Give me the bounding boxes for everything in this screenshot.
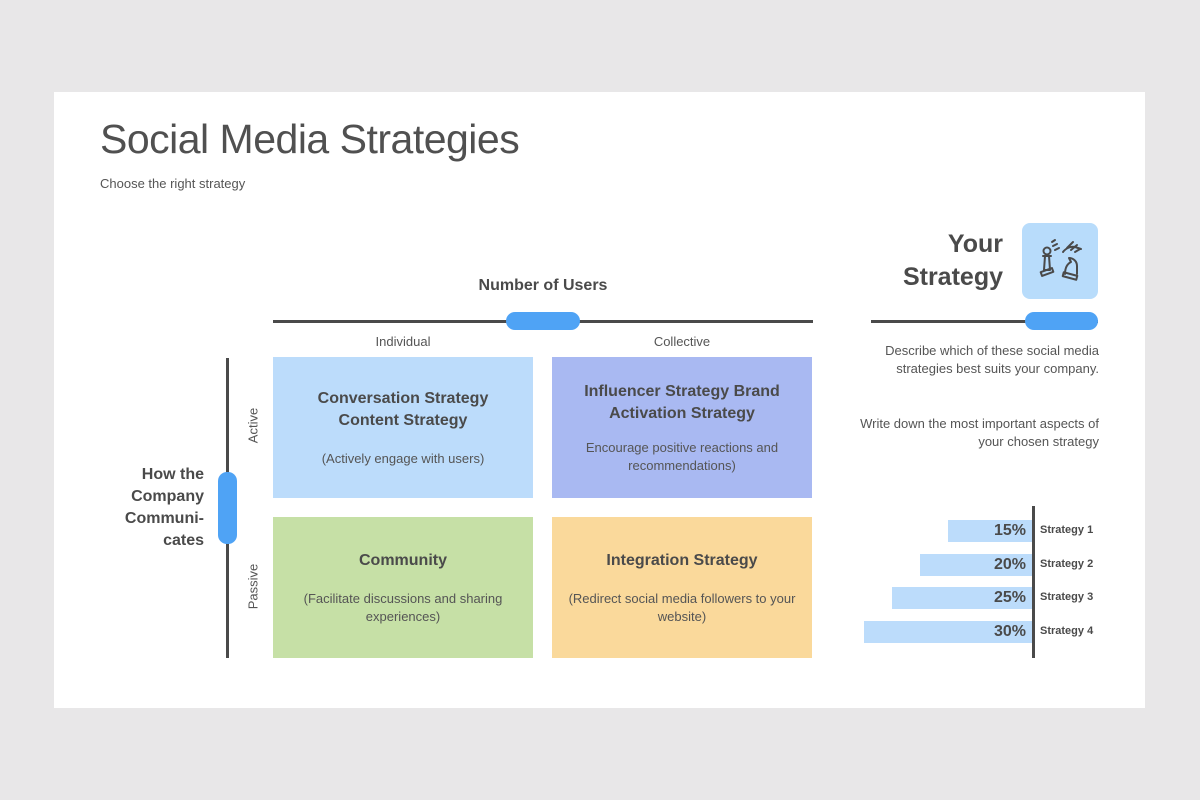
quadrant-description: (Redirect social media followers to your… bbox=[568, 590, 796, 624]
quadrant-description: (Facilitate discussions and sharing expe… bbox=[303, 590, 503, 624]
quadrant-active-collective: Influencer Strategy Brand Activation Str… bbox=[552, 357, 812, 498]
bar-chart-bar: 20% bbox=[920, 553, 1032, 576]
bar-chart-bar: 25% bbox=[892, 587, 1032, 609]
y-axis-label-line: Communi- bbox=[124, 510, 204, 527]
your-strategy-heading: Your Strategy bbox=[903, 228, 1003, 294]
y-axis-handle bbox=[218, 472, 237, 544]
heading-line: Strategy bbox=[902, 263, 1003, 291]
bar-chart-category-label: Strategy 4 bbox=[1040, 624, 1094, 637]
y-axis-label: How the Company Communi- cates bbox=[108, 464, 204, 552]
column-label-collective: Collective bbox=[653, 334, 711, 349]
bar-chart-bar: 30% bbox=[864, 620, 1032, 643]
bar-chart-category-label: Strategy 1 bbox=[1040, 524, 1094, 536]
quadrant-title: Integration Strategy bbox=[606, 551, 758, 569]
page-title: Social Media Strategies bbox=[100, 116, 520, 162]
y-axis-label-line: How the bbox=[141, 466, 204, 483]
quadrant-title: Community bbox=[359, 551, 447, 569]
quadrant-title: Conversation Strategy Content Strategy bbox=[317, 389, 489, 429]
chess-pieces-icon bbox=[1022, 223, 1098, 299]
your-strategy-instructions: Write down the most important aspects of… bbox=[860, 416, 1099, 449]
your-strategy-handle bbox=[1025, 312, 1098, 330]
quadrant-active-individual: Conversation Strategy Content Strategy (… bbox=[273, 357, 533, 498]
bar-chart-category-label: Strategy 3 bbox=[1040, 591, 1094, 603]
quadrant-passive-collective: Integration Strategy (Redirect social me… bbox=[552, 517, 812, 658]
quadrant-passive-individual: Community (Facilitate discussions and sh… bbox=[273, 517, 533, 658]
heading-line: Your bbox=[947, 230, 1003, 258]
your-strategy-line bbox=[871, 320, 1098, 323]
slide: Social Media Strategies Choose the right… bbox=[54, 92, 1145, 708]
quadrant-description: (Actively engage with users) bbox=[321, 450, 485, 466]
bar-chart-bar: 15% bbox=[948, 520, 1032, 542]
bar-chart-axis bbox=[1032, 506, 1035, 658]
y-axis-label-line: Company bbox=[131, 488, 204, 505]
x-axis-handle bbox=[506, 312, 580, 330]
x-axis-label: Number of Users bbox=[478, 277, 608, 294]
row-label-active: Active bbox=[245, 407, 261, 444]
row-label-passive: Passive bbox=[245, 563, 261, 610]
column-label-individual: Individual bbox=[375, 334, 431, 349]
page-subtitle: Choose the right strategy bbox=[100, 176, 246, 191]
your-strategy-description: Describe which of these social media str… bbox=[885, 343, 1099, 376]
y-axis-label-line: cates bbox=[163, 532, 204, 549]
quadrant-title: Influencer Strategy Brand Activation Str… bbox=[584, 382, 780, 422]
bar-chart-category-label: Strategy 2 bbox=[1040, 557, 1094, 570]
quadrant-description: Encourage positive reactions and recomme… bbox=[585, 439, 779, 473]
